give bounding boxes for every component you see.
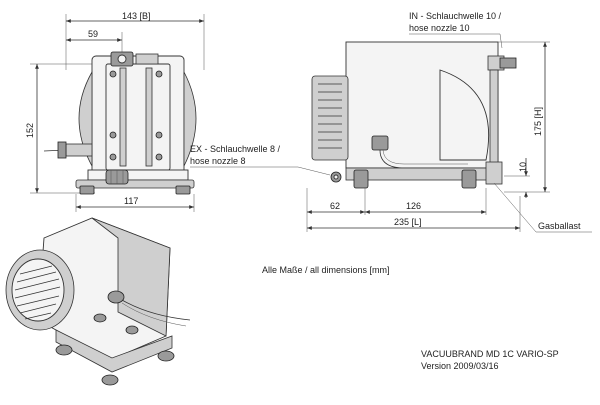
product-name: VACUUBRAND MD 1C VARIO-SP	[421, 349, 559, 359]
dim-side-height: 175 [H]	[533, 107, 543, 136]
exhaust-label-de: EX - Schlauchwelle 8 /	[190, 144, 281, 154]
isometric-view	[5, 217, 191, 386]
dim-side-small: 10	[518, 162, 528, 172]
side-view: IN - Schlauchwelle 10 / hose nozzle 10	[190, 11, 592, 233]
gasballast-label: Gasballast	[538, 221, 581, 231]
front-view: 143 [B] 59 152 117	[25, 11, 205, 212]
dim-front-base: 117	[124, 196, 138, 206]
dimensions-note: Alle Maße / all dimensions [mm]	[262, 265, 390, 275]
dim-side-length: 235 [L]	[394, 217, 422, 227]
dim-front-height: 152	[25, 123, 35, 138]
exhaust-label-en: hose nozzle 8	[190, 156, 246, 166]
dim-side-62: 62	[330, 201, 340, 211]
dim-front-width: 143 [B]	[122, 11, 151, 21]
cooling-fins	[318, 83, 342, 149]
dim-front-offset: 59	[88, 29, 98, 39]
inlet-label-en: hose nozzle 10	[409, 23, 470, 33]
version-text: Version 2009/03/16	[421, 361, 499, 371]
dim-side-126: 126	[406, 201, 421, 211]
fan-grille	[14, 265, 61, 320]
inlet-label-de: IN - Schlauchwelle 10 /	[409, 11, 502, 21]
